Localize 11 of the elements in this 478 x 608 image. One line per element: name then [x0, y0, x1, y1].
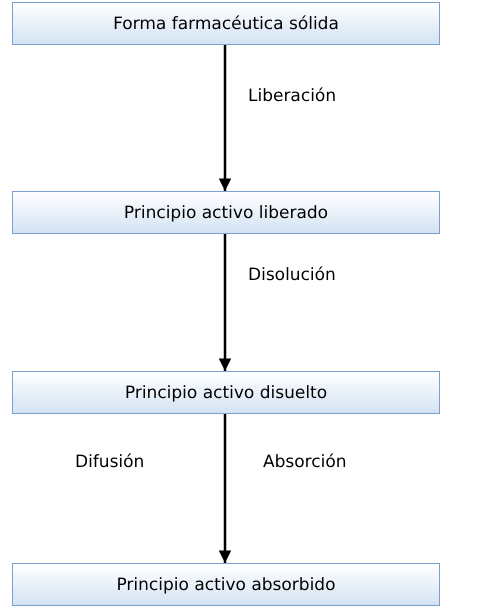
process-box: [12, 563, 440, 606]
box-label: Principio activo absorbido: [116, 574, 336, 594]
process-box: [12, 191, 440, 234]
box-label: Forma farmacéutica sólida: [113, 14, 339, 34]
arrow: [218, 414, 232, 563]
box-label: Principio activo disuelto: [124, 382, 328, 402]
box-label: Principio activo liberado: [124, 202, 328, 222]
arrow: [218, 45, 232, 191]
arrow: [218, 234, 232, 371]
process-box: [12, 371, 440, 414]
process-box: [12, 2, 440, 45]
